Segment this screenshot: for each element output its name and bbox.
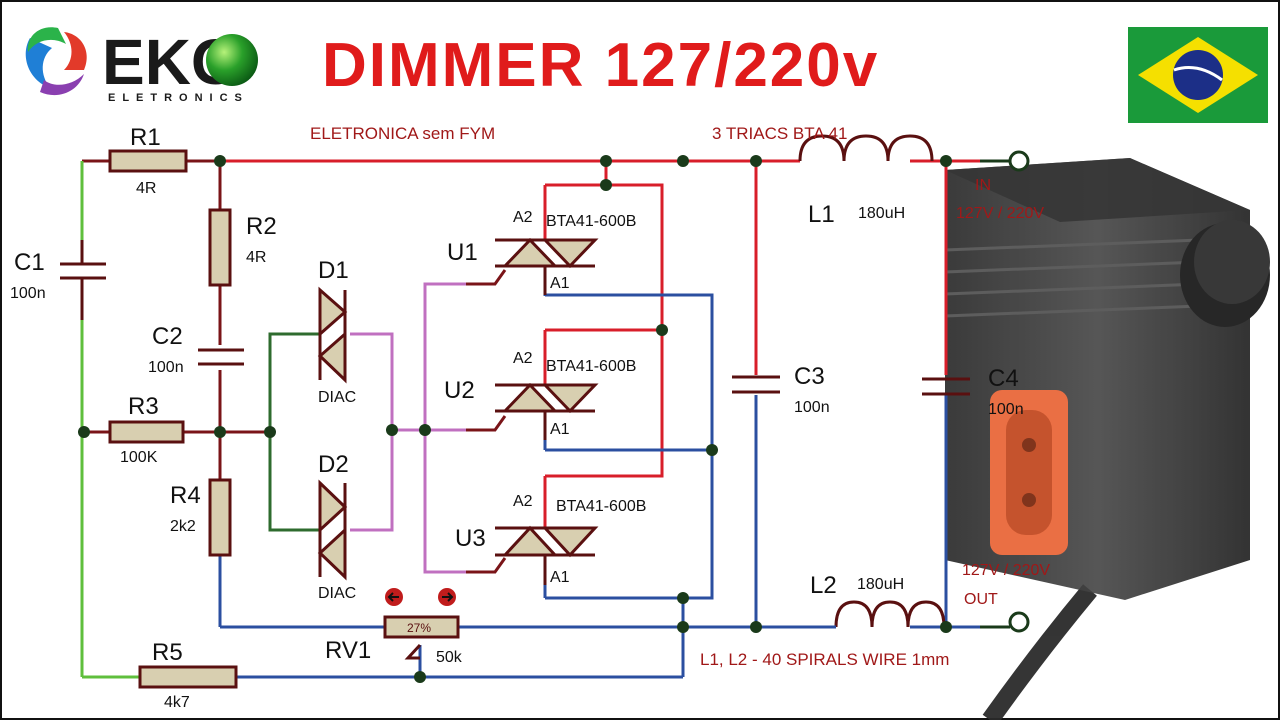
u1-a1: A1 [550, 275, 570, 292]
coil-note: L1, L2 - 40 SPIRALS WIRE 1mm [700, 650, 949, 669]
output-terminal [980, 611, 1030, 633]
c4-label: C4 [988, 365, 1019, 392]
u3-part: BTA41-600B [556, 498, 646, 515]
l1-label: L1 [808, 201, 835, 228]
r1-resistor [108, 149, 188, 173]
in-label: IN [975, 177, 991, 194]
left-rail-wire [80, 161, 140, 679]
page-title: DIMMER 127/220v [322, 31, 879, 100]
u2-label: U2 [444, 377, 475, 404]
d2-diac [317, 479, 348, 581]
eko-logo-icon: EKO ELETRONICS [25, 26, 258, 104]
c3-label: C3 [794, 363, 825, 390]
triacs-note: 3 TRIACS BTA 41 [712, 124, 847, 143]
top-rail-wire [220, 159, 1000, 528]
c4-value: 100n [988, 401, 1024, 418]
c4-capacitor [922, 377, 970, 396]
r5-value: 4k7 [164, 694, 190, 711]
r3-value: 100K [120, 449, 158, 466]
d2-type: DIAC [318, 585, 356, 602]
capacitor-top-wire [754, 161, 948, 375]
l2-inductor [834, 600, 946, 628]
r1-value: 4R [136, 180, 156, 197]
rv1-value: 50k [436, 649, 463, 666]
u2-triac [495, 382, 599, 440]
l1-value: 180uH [858, 205, 905, 222]
u3-triac [495, 525, 599, 585]
u2-a2: A2 [513, 350, 533, 367]
dimmer-device-icon [944, 158, 1270, 720]
in-voltage: 127V / 220V [956, 205, 1044, 222]
d1-label: D1 [318, 257, 349, 284]
u1-a2: A2 [513, 209, 533, 226]
potentiometer-right-arrow-icon [438, 588, 456, 606]
l2-label: L2 [810, 572, 837, 599]
rv1-potentiometer [383, 615, 460, 639]
r1-label: R1 [130, 124, 161, 151]
r4-resistor [208, 478, 232, 557]
c1-value: 100n [10, 285, 46, 302]
c2-value: 100n [148, 359, 184, 376]
r2-resistor [208, 208, 232, 287]
u1-triac [495, 237, 599, 295]
u3-a1: A1 [550, 569, 570, 586]
rv1-label: RV1 [325, 637, 371, 664]
u3-a2: A2 [513, 493, 533, 510]
r5-resistor [138, 665, 238, 689]
junction-dots [78, 155, 952, 683]
c1-label: C1 [14, 249, 45, 276]
r4-value: 2k2 [170, 518, 196, 535]
out-voltage: 127V / 220V [962, 562, 1050, 579]
d1-type: DIAC [318, 389, 356, 406]
r2-value: 4R [246, 249, 266, 266]
input-terminal [980, 150, 1030, 172]
u1-part: BTA41-600B [546, 213, 636, 230]
r3-resistor [108, 420, 185, 444]
r3-label: R3 [128, 393, 159, 420]
d2-label: D2 [318, 451, 349, 478]
d1-diac [317, 286, 348, 384]
top-note: ELETRONICA sem FYM [310, 124, 495, 143]
c2-capacitor [198, 348, 244, 366]
potentiometer-left-arrow-icon [385, 588, 403, 606]
u3-label: U3 [455, 525, 486, 552]
capacitor-wire [754, 395, 948, 627]
rv1-setting: 27% [407, 621, 431, 635]
u1-label: U1 [447, 239, 478, 266]
c1-capacitor [60, 240, 106, 320]
l2-value: 180uH [857, 576, 904, 593]
brazil-flag-icon [1128, 27, 1268, 123]
brand-subtitle: ELETRONICS [108, 92, 249, 104]
c3-value: 100n [794, 399, 830, 416]
rv1-wiper [404, 643, 422, 660]
r4-label: R4 [170, 482, 201, 509]
c3-capacitor [732, 375, 780, 394]
c2-label: C2 [152, 323, 183, 350]
r5-label: R5 [152, 639, 183, 666]
l1-inductor [798, 134, 934, 162]
diac-left-wire [268, 332, 320, 532]
r2-label: R2 [246, 213, 277, 240]
u2-part: BTA41-600B [546, 358, 636, 375]
gate-wire [350, 282, 466, 574]
u2-a1: A1 [550, 421, 570, 438]
out-label: OUT [964, 591, 998, 608]
